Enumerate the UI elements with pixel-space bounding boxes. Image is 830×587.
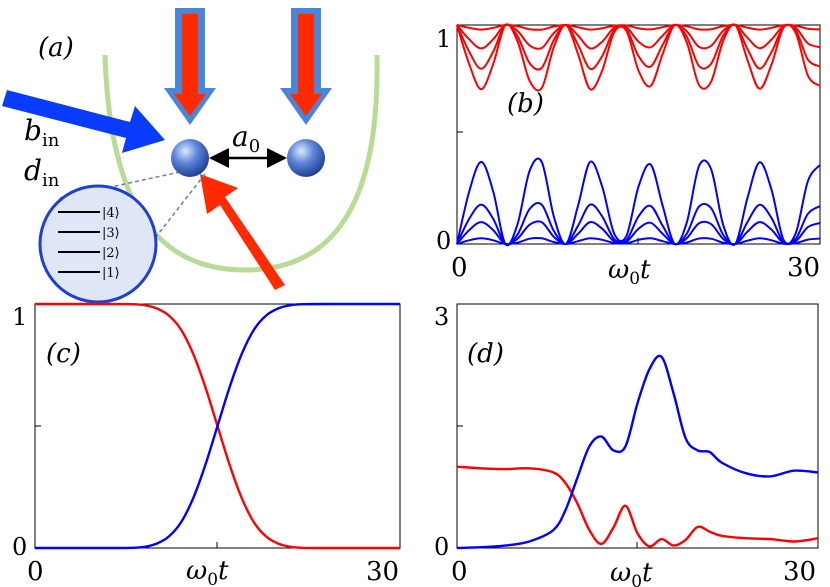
panel-b-ytick-bottom: 0 (436, 227, 451, 255)
panel-d-xtick-right: 30 (783, 557, 816, 587)
laser-beam-top-right (280, 8, 332, 125)
panel-c-label: (c) (46, 339, 81, 369)
panel-d-series-1 (456, 354, 819, 550)
blue-laser-arrow (2, 90, 165, 153)
panel-a: (a) bin din a0 (2, 8, 380, 304)
laser-beam-top-left (164, 8, 216, 125)
level-1-label: |1⟩ (102, 266, 120, 281)
panel-b-series-5 (456, 220, 821, 246)
level-4-label: |4⟩ (102, 206, 120, 221)
panel-c-xtick-right: 30 (366, 557, 399, 587)
panel-b-xtick-left: 0 (451, 253, 468, 283)
level-diagram-inset: |4⟩ |3⟩ |2⟩ |1⟩ (38, 184, 158, 304)
panel-b-series-7 (456, 157, 821, 247)
panel-d-lines (456, 354, 819, 550)
panel-b-series-2 (456, 23, 821, 71)
level-2-label: |2⟩ (102, 246, 120, 261)
panel-d-ytick-bottom: 0 (434, 533, 449, 561)
panel-a-label: (a) (38, 33, 74, 63)
panel-b-series-0 (456, 23, 821, 31)
trap-potential (102, 54, 380, 273)
panel-d-xtick-left: 0 (451, 557, 468, 587)
panel-c-ytick-top: 1 (12, 303, 27, 331)
b-in-label: bin (24, 114, 60, 151)
panel-c: (c) 1 0 0 30 ω0t (12, 302, 401, 587)
panel-d-xlabel: ω0t (610, 558, 653, 587)
panel-b-ytick-top: 1 (436, 25, 451, 53)
panel-c-xtick-left: 0 (27, 557, 44, 587)
panel-d-series-0 (456, 465, 819, 548)
panel-b-series-3 (456, 23, 821, 92)
spacing-label: a0 (232, 120, 260, 157)
level-3-label: |3⟩ (102, 226, 120, 241)
panel-d-frame (456, 303, 819, 549)
panel-c-ytick-bottom: 0 (12, 533, 27, 561)
panel-b-series-1 (456, 23, 821, 50)
ion-right (287, 139, 325, 177)
red-laser-arrow (200, 174, 285, 290)
panel-c-lines (34, 302, 400, 550)
d-in-label: din (24, 154, 60, 191)
panel-b-series-4 (456, 237, 821, 246)
panel-b: (b) 1 0 0 30 ω0t (436, 23, 821, 289)
panel-b-series-6 (456, 202, 821, 246)
panel-d: (d) 3 0 0 30 ω0t (434, 303, 819, 587)
panel-b-lines (456, 23, 821, 247)
panel-b-xlabel: ω0t (608, 255, 651, 289)
panel-d-label: (d) (467, 339, 504, 369)
panel-c-series-1 (34, 302, 400, 550)
panel-c-xlabel: ω0t (186, 556, 229, 587)
panel-b-label: (b) (507, 89, 544, 119)
ion-left (171, 139, 209, 177)
panel-b-xtick-right: 30 (787, 253, 820, 283)
panel-d-ytick-top: 3 (434, 303, 449, 331)
